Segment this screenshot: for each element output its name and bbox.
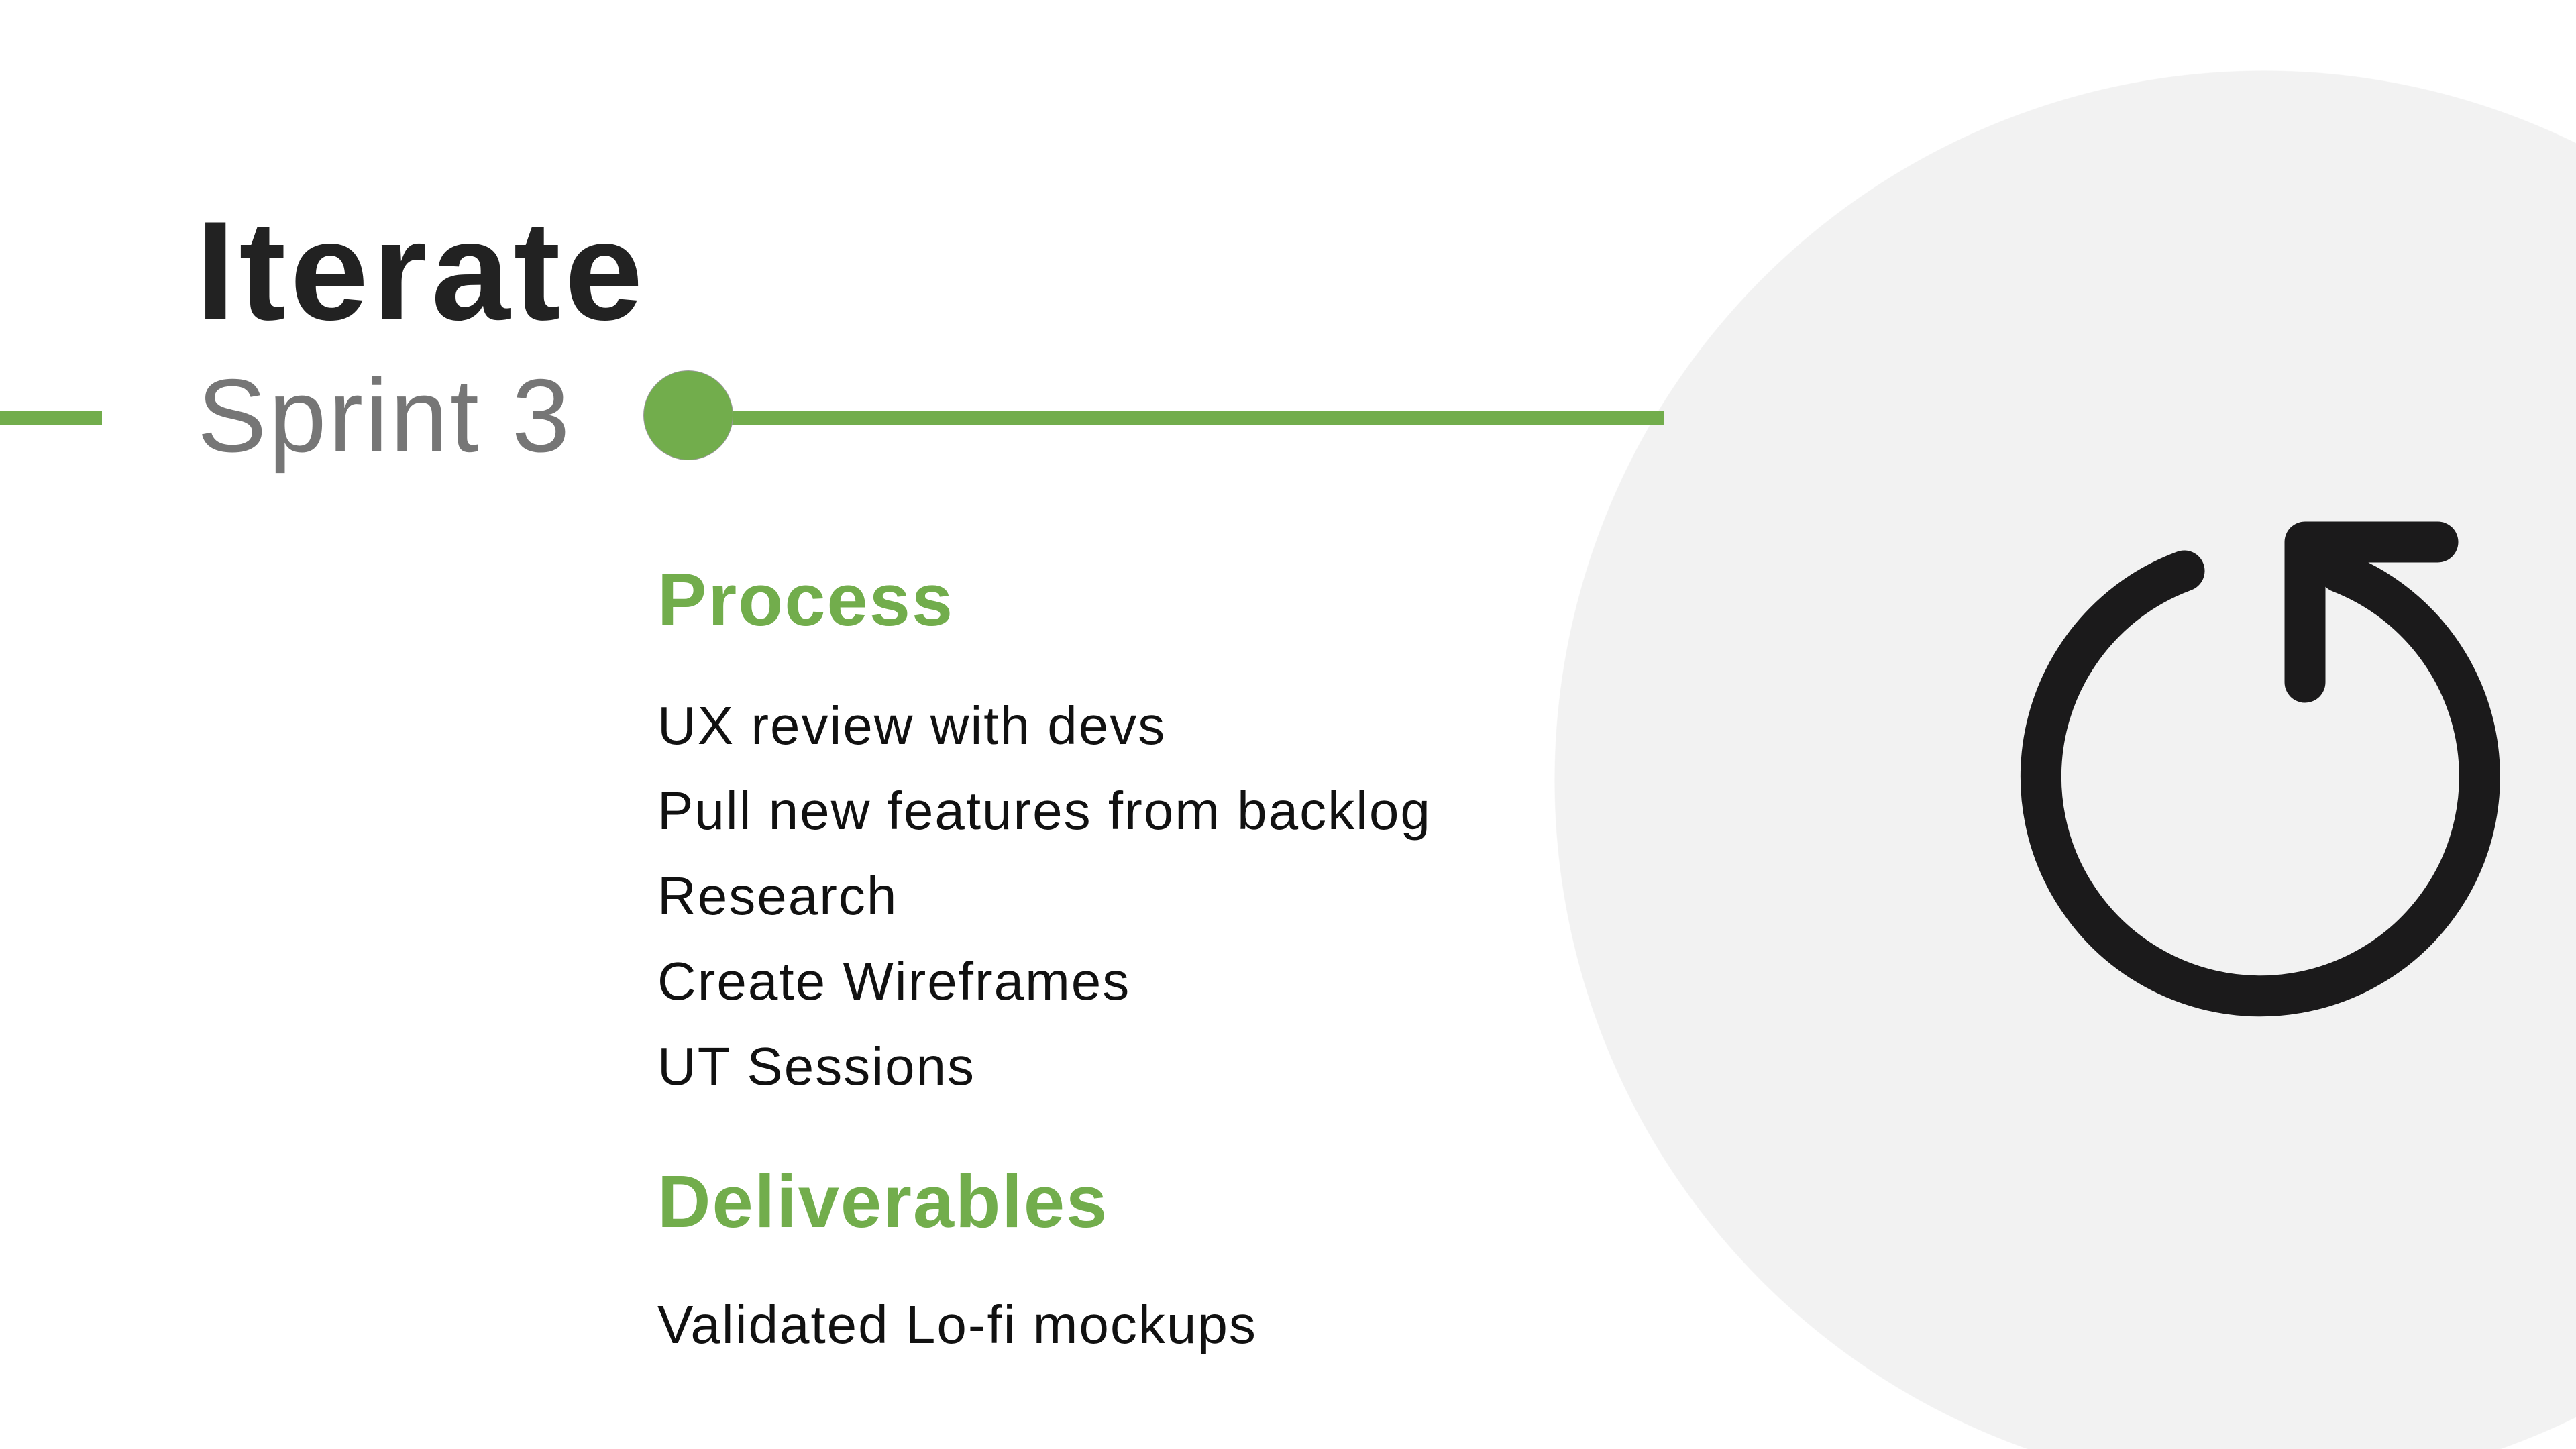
timeline-dot — [644, 371, 733, 460]
deliverables-item: Validated Lo-fi mockups — [657, 1295, 1257, 1354]
timeline-line-left — [0, 411, 102, 425]
timeline-line-right — [724, 411, 1664, 425]
process-item: UX review with devs — [657, 696, 1167, 755]
deliverables-heading: Deliverables — [657, 1161, 1109, 1243]
rotate-arc — [2020, 550, 2500, 1017]
process-heading: Process — [657, 559, 955, 641]
process-item: Pull new features from backlog — [657, 781, 1432, 841]
page-title: Iterate — [196, 192, 647, 350]
rotate-arrowhead — [2284, 521, 2459, 703]
sprint-subtitle: Sprint 3 — [197, 358, 572, 474]
process-item: Research — [657, 866, 898, 926]
process-item: Create Wireframes — [657, 951, 1131, 1011]
process-item: UT Sessions — [657, 1036, 976, 1096]
